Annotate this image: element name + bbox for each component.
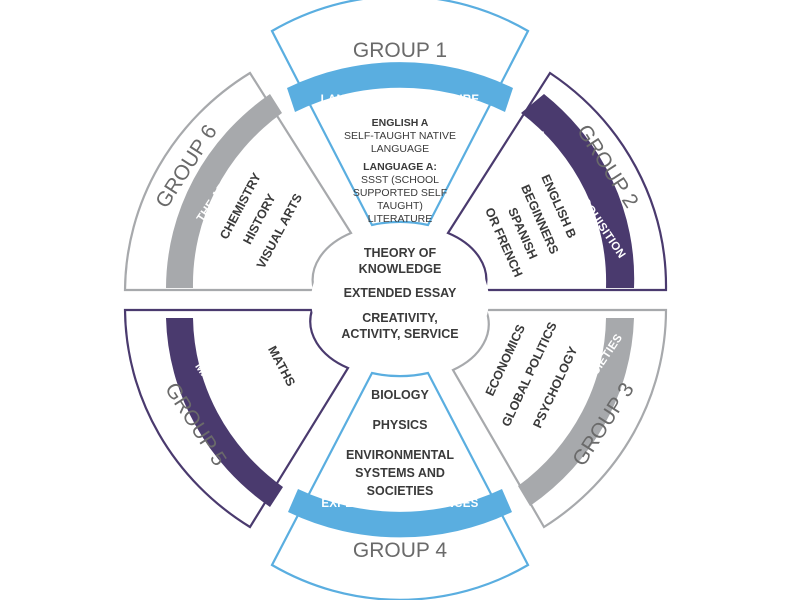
group4-subject3-line2: SYSTEMS AND (355, 466, 445, 480)
group1-band (287, 62, 513, 112)
group2-segment: GROUP 2 LANGUAGE ACQUISITION ENGLISH B B… (446, 71, 668, 292)
group4-subject2: PHYSICS (373, 418, 428, 432)
language-a-line4: LITERATURE (368, 213, 433, 225)
group4-band-label: EXPERIMENTAL SCIENCES (321, 498, 478, 510)
group4-band (288, 489, 512, 538)
english-a-line2: LANGUAGE (371, 143, 429, 155)
group4-segment: GROUP 4 EXPERIMENTAL SCIENCES BIOLOGY PH… (270, 371, 530, 600)
core-line4: CREATIVITY, (362, 311, 437, 325)
group2-band (521, 94, 635, 288)
core-line3: EXTENDED ESSAY (344, 286, 457, 300)
group4-subject3-line3: SOCIETIES (367, 484, 434, 498)
group1-outline (270, 0, 530, 227)
group4-subject3-line1: ENVIRONMENTAL (346, 448, 454, 462)
group1-band-label: LANGUAGE & LITERATURE (321, 94, 480, 106)
group4-title: GROUP 4 (353, 539, 447, 562)
core-line2: KNOWLEDGE (359, 262, 442, 276)
language-a-line1: SSST (SCHOOL (361, 174, 439, 186)
core-line1: THEORY OF (364, 246, 437, 260)
language-a-line3: TAUGHT) (377, 200, 423, 212)
core-ellipse (311, 229, 489, 371)
group1-title: GROUP 1 (353, 39, 447, 62)
core-line5: ACTIVITY, SERVICE (341, 327, 458, 341)
core-center: THEORY OF KNOWLEDGE EXTENDED ESSAY CREAT… (311, 229, 489, 371)
language-a-line2: SUPPORTED SELF (353, 187, 447, 199)
group4-subject1: BIOLOGY (371, 388, 429, 402)
group3-segment: GROUP 3 INDIVIDUALS & SOCIETIES ECONOMIC… (451, 308, 668, 529)
group3-band (518, 318, 634, 506)
english-a-title: ENGLISH A (372, 117, 429, 129)
english-a-line1: SELF-TAUGHT NATIVE (344, 130, 456, 142)
language-a-title: LANGUAGE A: (363, 161, 437, 173)
group6-segment: GROUP 6 THE ARTS CHEMISTRY HISTORY VISUA… (123, 71, 353, 292)
group5-segment: GROUP 5 MATHEMATICS MATHS (123, 308, 350, 529)
group6-band (166, 94, 282, 288)
group1-segment: GROUP 1 LANGUAGE & LITERATURE ENGLISH A … (270, 0, 530, 227)
group5-band (166, 318, 283, 507)
group4-outline (270, 371, 530, 600)
